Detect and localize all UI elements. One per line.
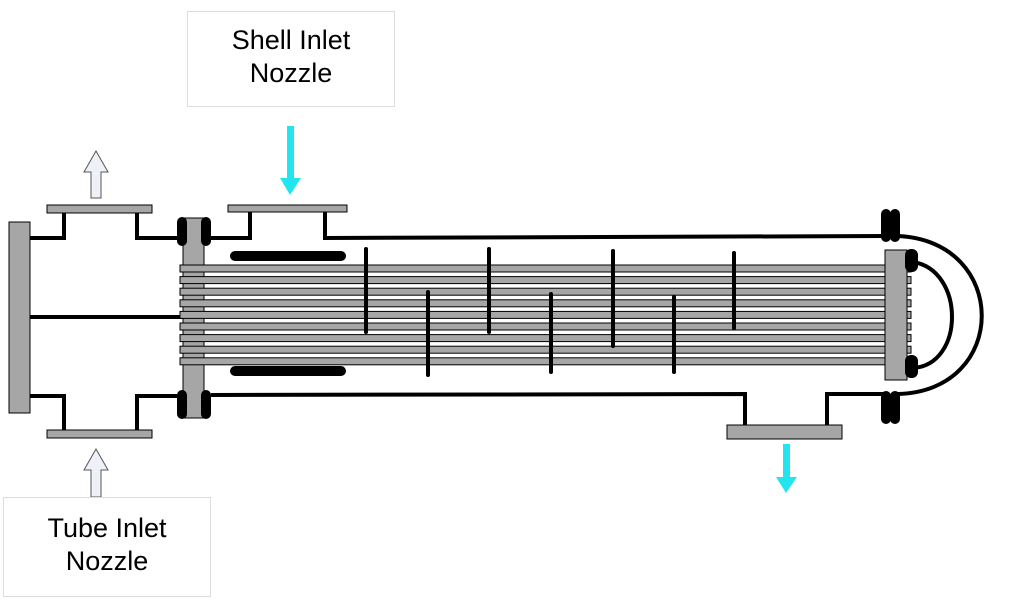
shell-inlet-label-line1: Shell Inlet (231, 25, 351, 55)
tube (179, 345, 912, 354)
tube (179, 322, 912, 331)
tube-bundle (179, 264, 912, 366)
tube-sheet-gaskets (177, 217, 211, 419)
tube (179, 357, 912, 366)
tube (179, 299, 912, 308)
tie-rod-bottom (230, 366, 346, 376)
shell-outlet-nozzle-flange (726, 424, 843, 440)
shell-inlet-label-line2: Nozzle (249, 58, 333, 88)
channel-head (30, 212, 183, 433)
floating-tube-sheet (884, 249, 908, 381)
shell-outlet-arrow (776, 444, 797, 493)
tube (179, 310, 912, 319)
tube-inlet-label-line2: Nozzle (65, 546, 149, 576)
shell-inlet-arrow (280, 126, 301, 195)
tube-inlet-label-line1: Tube Inlet (47, 513, 167, 543)
floating-head-gaskets (881, 209, 918, 424)
tube (179, 276, 912, 285)
tube-inlet-nozzle-flange (46, 429, 153, 439)
tube-outlet-arrow (83, 149, 109, 199)
tube (179, 334, 912, 343)
tube (179, 264, 912, 273)
tube (179, 287, 912, 296)
tube-inlet-arrow (83, 447, 109, 498)
tube-inlet-nozzle-label: Tube Inlet Nozzle (3, 497, 211, 597)
channel-cover-plate (8, 221, 31, 414)
shell-inlet-nozzle-label: Shell Inlet Nozzle (187, 11, 395, 107)
tie-rod-top (230, 251, 346, 261)
baffles (364, 247, 736, 377)
tube-outlet-nozzle-flange (46, 204, 153, 214)
shell-body (210, 210, 984, 428)
shell-inlet-nozzle-flange (227, 204, 348, 213)
